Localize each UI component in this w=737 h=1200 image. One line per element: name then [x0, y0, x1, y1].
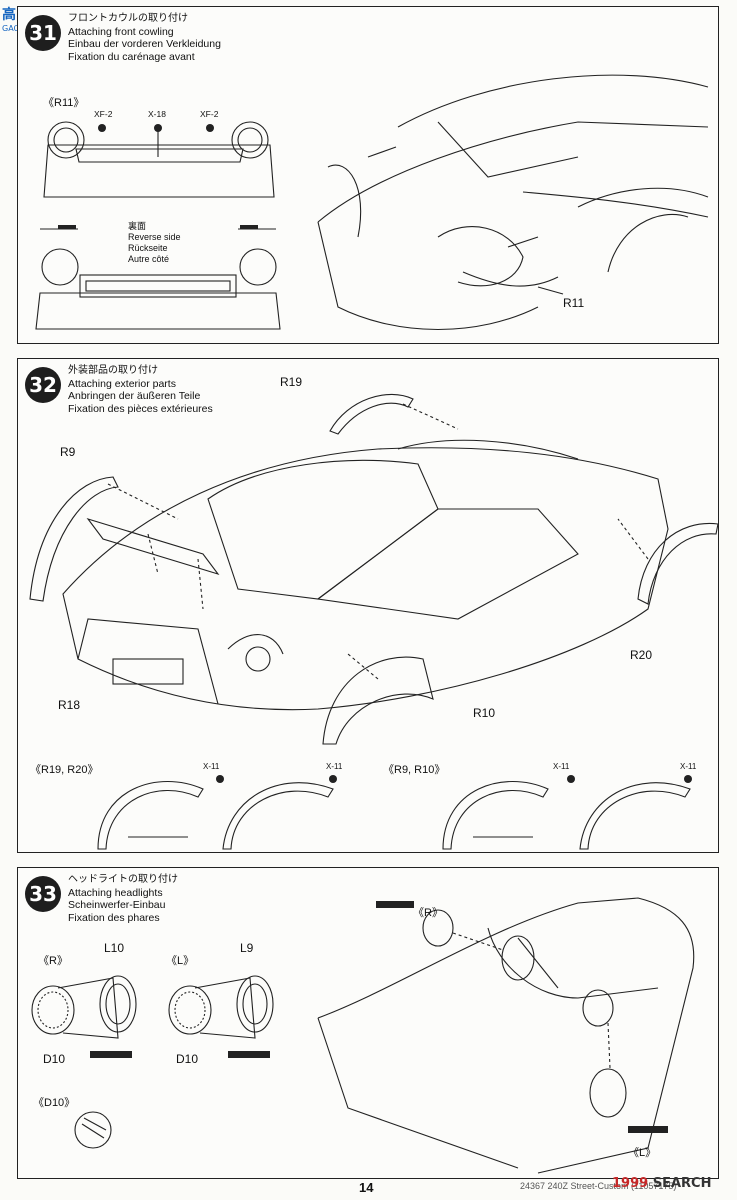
side-label-l: 《L》 — [166, 954, 194, 967]
cement-tube-d10-b — [228, 1051, 270, 1058]
headlight-bucket — [437, 226, 524, 287]
step-32-number: 32 — [25, 367, 61, 403]
step-33-title-de: Scheinwerfer-Einbau — [68, 899, 166, 911]
wheel-arch — [607, 213, 689, 273]
rear-window — [207, 459, 439, 600]
part-group-d10: 《D10》 — [33, 1096, 75, 1109]
site-logo: 1999 SEARCH — [612, 1176, 711, 1191]
step-33-title-jp: ヘッドライトの取り付け — [68, 874, 178, 885]
step-32-title-de: Anbringen der äußeren Teile — [68, 390, 201, 402]
label-x11-a2: X-11 — [326, 762, 343, 771]
spoiler-r18 — [86, 517, 220, 576]
bucket-l9 — [236, 975, 274, 1033]
step-33-illustration: 《R》 《L》 L10 L9 D10 D10 《D10》 《R》 《L》 — [31, 897, 695, 1174]
fuel-cap — [245, 646, 271, 672]
grille-reverse-view — [35, 292, 281, 330]
callout-d10-b: D10 — [176, 1052, 198, 1066]
label-x18: X-18 — [148, 109, 166, 119]
cement-tube-d10-a — [90, 1051, 132, 1058]
label-x11-b2: X-11 — [680, 762, 697, 771]
step-31-title-de: Einbau der vorderen Verkleidung — [68, 38, 221, 50]
logo-rest: SEARCH — [652, 1176, 712, 1191]
part-group-r11: 《R11》 — [43, 96, 84, 109]
step-31-illustration: 《R11》 XF-2 X-18 XF-2 裏面 Reverse side Rüc… — [35, 74, 709, 330]
step-32-title-jp: 外装部品の取り付け — [68, 365, 158, 376]
floating-headlight-r — [422, 909, 454, 947]
product-code: 24367 240Z Street-Custom (11057175) — [520, 1181, 677, 1191]
car-label-l: 《L》 — [628, 1146, 656, 1159]
fender-r20 — [637, 522, 718, 605]
callout-r20: R20 — [630, 648, 652, 662]
label-xf2-right: XF-2 — [200, 109, 219, 119]
headlight-lens-l — [168, 985, 212, 1035]
headlight-socket-r — [501, 935, 535, 981]
label-reverse-jp: 裏面 — [128, 220, 146, 231]
cement-tube-r — [376, 901, 414, 908]
bucket-l10 — [99, 975, 137, 1033]
side-label-r: 《R》 — [38, 954, 68, 967]
fender-r10 — [322, 656, 434, 745]
part-group-r19-r20: 《R19, R20》 — [30, 763, 98, 776]
step-31-title-fr: Fixation du carénage avant — [68, 50, 195, 63]
step-31-number: 31 — [25, 15, 61, 51]
step-31-panel: 31 フロントカウルの取り付け Attaching front cowling … — [17, 6, 719, 344]
step-33-title-fr: Fixation des phares — [68, 911, 160, 924]
front-cowl-opening — [487, 927, 659, 999]
label-reverse-de: Rückseite — [128, 243, 168, 253]
fender-r19 — [329, 393, 414, 435]
label-reverse-fr: Autre côté — [128, 254, 169, 264]
step-33-title-en: Attaching headlights — [68, 886, 163, 899]
step-33-number: 33 — [25, 876, 61, 912]
lens-d10 — [74, 1111, 112, 1149]
car-label-r: 《R》 — [413, 906, 443, 919]
detail-arch-a2 — [222, 782, 334, 850]
step-31-title-en: Attaching front cowling — [68, 25, 174, 38]
label-reverse-en: Reverse side — [128, 232, 181, 242]
callout-r19: R19 — [280, 375, 302, 389]
grille-front-view — [43, 144, 275, 198]
step-32-title-fr: Fixation des pièces extérieures — [68, 402, 213, 415]
label-x11-b1: X-11 — [553, 762, 570, 771]
headlight-lens-r — [31, 985, 75, 1035]
step-32-panel: 32 外装部品の取り付け Attaching exterior parts An… — [17, 358, 719, 853]
floating-headlight-l — [582, 989, 614, 1027]
cement-tube-l — [628, 1126, 668, 1133]
callout-l10: L10 — [104, 941, 124, 955]
car-front-outline — [317, 897, 695, 1174]
screw-xf2-right — [206, 124, 214, 132]
step-31-title-jp: フロントカウルの取り付け — [68, 13, 188, 24]
step-33-panel: 33 ヘッドライトの取り付け Attaching headlights Sche… — [17, 867, 719, 1179]
logo-main: 1999 — [612, 1176, 649, 1191]
label-xf2-left: XF-2 — [94, 109, 113, 119]
callout-r18: R18 — [58, 698, 80, 712]
side-window — [316, 508, 579, 620]
detail-arch-b1 — [442, 781, 549, 850]
step-32-title-en: Attaching exterior parts — [68, 377, 176, 390]
part-group-r9-r10: 《R9, R10》 — [383, 763, 445, 776]
callout-r10: R10 — [473, 706, 495, 720]
car-hood-line — [317, 121, 709, 223]
detail-arch-b2 — [579, 782, 691, 850]
detail-arch-a1 — [97, 781, 204, 850]
fender-r9 — [29, 476, 119, 602]
callout-r9: R9 — [60, 445, 76, 459]
car-body-outline — [62, 447, 669, 711]
headlight-socket-l — [589, 1068, 627, 1118]
callout-d10-a: D10 — [43, 1052, 65, 1066]
callout-r11: R11 — [563, 296, 584, 310]
screw-xf2-left — [98, 124, 106, 132]
fender-left — [327, 164, 362, 238]
screw-x18 — [154, 124, 162, 132]
callout-l9: L9 — [240, 941, 254, 955]
headlight-right — [231, 121, 269, 159]
step-32-illustration: R19 R9 R18 R20 R10 《R19, R20》 《R9, R10》 … — [29, 375, 718, 850]
headlight-left — [47, 121, 85, 159]
label-x11-a1: X-11 — [203, 762, 220, 771]
page-number: 14 — [359, 1180, 374, 1195]
